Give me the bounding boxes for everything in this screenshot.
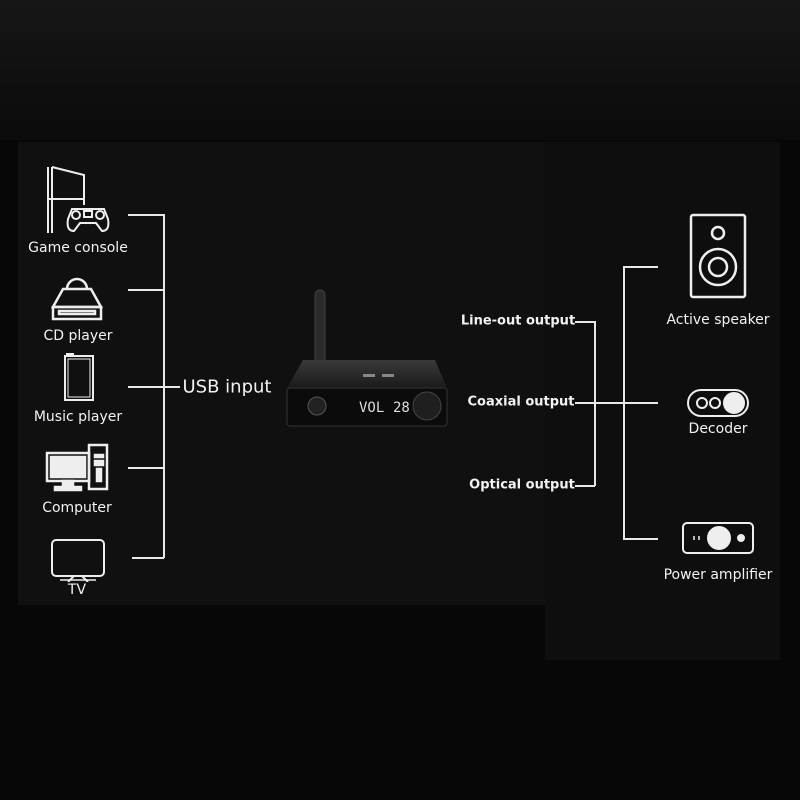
output-label-coaxial: Coaxial output [467, 394, 575, 410]
input-label-tv: TV [67, 582, 87, 598]
target-label-decoder: Decoder [688, 421, 748, 437]
background-top [0, 0, 800, 140]
speaker-icon [689, 213, 747, 299]
bluetooth-dac-device: VOL 28 [285, 288, 450, 428]
input-label-cd-player: CD player [43, 328, 113, 344]
music-player-icon [64, 353, 94, 401]
display-mode: VOL [359, 400, 384, 416]
decoder-icon [687, 389, 749, 417]
input-label-game-console: Game console [28, 240, 128, 256]
input-label-music-player: Music player [33, 409, 123, 425]
target-label-active-speaker: Active speaker [666, 312, 770, 328]
input-label-computer: Computer [42, 500, 112, 516]
target-label-power-amplifier: Power amplifier [663, 567, 773, 583]
computer-icon [45, 443, 111, 493]
usb-input-label: USB input [182, 376, 272, 398]
cd-player-icon [51, 273, 103, 321]
power-amplifier-icon [682, 522, 754, 554]
tv-icon [50, 538, 106, 582]
output-label-optical: Optical output [469, 477, 575, 493]
output-label-line-out: Line-out output [460, 313, 576, 329]
display-value: 28 [393, 400, 410, 416]
game-console-icon [44, 165, 114, 235]
